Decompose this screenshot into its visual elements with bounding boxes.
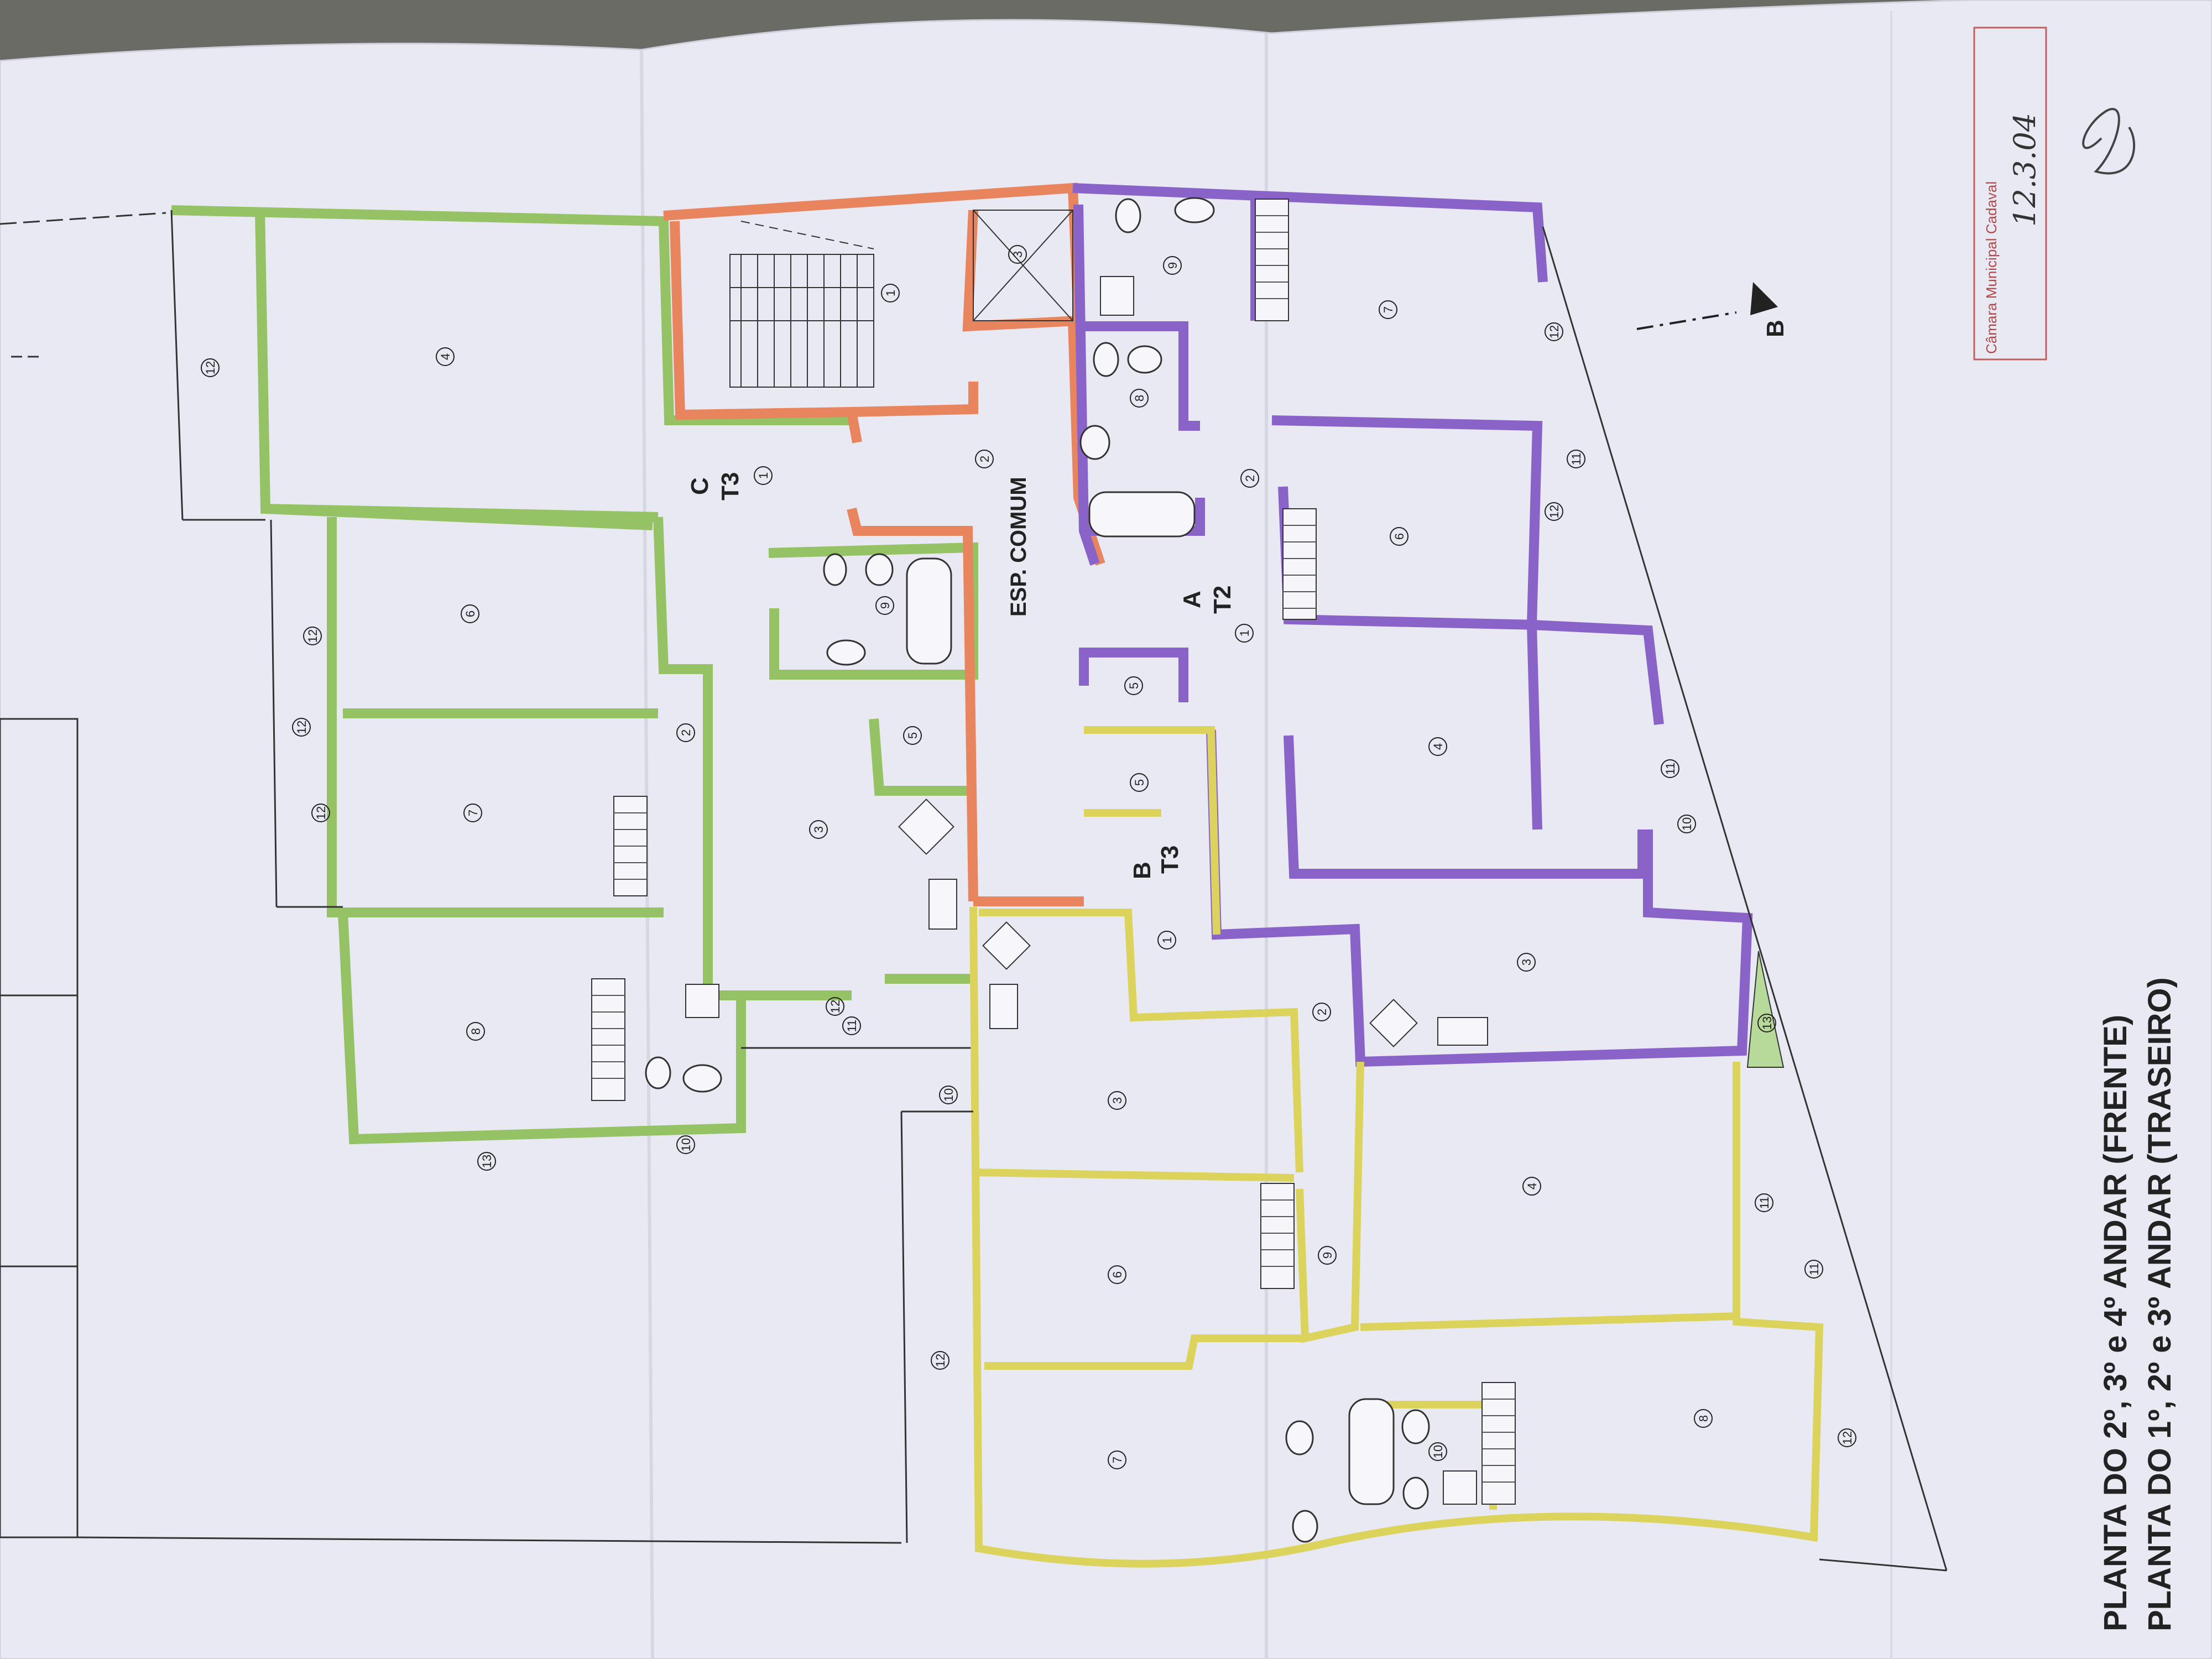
room-number: 2: [1315, 1009, 1329, 1015]
room-number: 3: [1110, 1097, 1124, 1104]
room-number: 3: [1520, 959, 1533, 966]
room-number: 10: [679, 1138, 693, 1151]
exterior-boundary: [1542, 226, 1948, 1572]
room-number: 11: [1757, 1197, 1771, 1209]
unit-b-letter: B: [1129, 862, 1156, 879]
room-number-markers: 1 2 3 1 2 3 4 5 6 7 8 9 10 11 12 12 11 1…: [201, 245, 1856, 1469]
lift-shaft: [973, 210, 1073, 321]
plan-title-line-1: PLANTA DO 2º, 3º e 4º ANDAR (FRENTE): [2098, 1015, 2133, 1631]
unit-c-letter: C: [686, 477, 713, 495]
room-number: 8: [469, 1028, 483, 1035]
unit-a-letter: A: [1178, 591, 1206, 608]
room-number: 11: [845, 1020, 859, 1032]
room-number: 9: [1321, 1252, 1334, 1259]
room-number: 1: [1160, 937, 1174, 943]
room-number: 7: [1110, 1457, 1124, 1463]
unit-b-thin: [900, 1110, 973, 1543]
room-number: 3: [1011, 251, 1025, 258]
room-number: 5: [1127, 682, 1141, 689]
room-number: 5: [1133, 779, 1146, 786]
room-number: 12: [204, 361, 217, 374]
room-number: 2: [679, 729, 693, 736]
room-number: 10: [942, 1088, 956, 1102]
section-marker: B: [1636, 282, 1789, 337]
bathtub: [906, 491, 1395, 1505]
common-walls: [663, 182, 1105, 906]
room-number: 4: [1525, 1183, 1539, 1190]
room-number: 10: [1680, 817, 1694, 831]
room-number: 5: [906, 732, 920, 739]
room-number: 12: [1840, 1431, 1854, 1444]
unit-a-walls: [1072, 183, 1753, 1067]
room-number: 12: [1547, 325, 1561, 338]
room-number: 9: [1166, 262, 1180, 269]
unit-b-type: T3: [1156, 846, 1183, 874]
neighbour-outline: [0, 212, 902, 1544]
unit-c-walls: [171, 205, 978, 1145]
stamp-date: 12.3.04: [2007, 113, 2042, 227]
plan-title-line-2: PLANTA DO 1º, 2º e 3º ANDAR (TRASEIRO): [2142, 977, 2178, 1631]
room-number: 7: [1381, 306, 1395, 313]
room-number: 12: [828, 1000, 842, 1013]
room-number: 3: [812, 826, 826, 833]
room-number: 12: [314, 806, 328, 820]
room-number: 13: [480, 1155, 494, 1168]
unit-b-label: B T3: [1129, 846, 1183, 879]
room-number: 1: [884, 290, 898, 296]
room-number: 11: [1807, 1263, 1821, 1276]
common-space-label: ESP. COMUM: [1006, 477, 1031, 617]
kitchen-fixture: [685, 276, 1488, 1505]
room-number: 6: [1110, 1271, 1124, 1278]
room-number: 4: [1431, 743, 1445, 750]
unit-c-type: T3: [717, 472, 744, 500]
room-number: 9: [878, 602, 892, 609]
unit-a-type: T2: [1209, 586, 1236, 614]
wardrobe-hatch: [592, 215, 1515, 1483]
unit-a-label: A T2: [1178, 586, 1236, 614]
room-number: 12: [1547, 505, 1561, 518]
unit-c-thin: [170, 210, 973, 1049]
room-number: 6: [463, 611, 477, 617]
room-number: 1: [757, 472, 770, 479]
room-number: 10: [1431, 1445, 1445, 1458]
room-number: 11: [1663, 763, 1677, 775]
stamp-organisation: Câmara Municipal Cadaval: [1983, 181, 2000, 354]
room-number: 1: [1238, 630, 1251, 637]
room-number: 12: [933, 1354, 947, 1367]
room-number: 2: [978, 456, 992, 462]
unit-c-label: C T3: [686, 472, 744, 500]
room-number: 8: [1697, 1415, 1710, 1422]
room-number: 11: [1569, 453, 1583, 466]
room-number: 7: [466, 810, 480, 816]
garden-triangle: [1746, 951, 1785, 1068]
room-number: 2: [1243, 475, 1257, 482]
room-number: 6: [1392, 533, 1406, 540]
toilet-and-basin: [645, 197, 1430, 1543]
signature-mark: [2082, 108, 2136, 175]
room-number: 8: [1133, 395, 1146, 401]
unit-b-walls: [969, 726, 1824, 1568]
wardrobe: [591, 199, 1516, 1505]
staircase: [729, 221, 874, 388]
approval-stamp: Câmara Municipal Cadaval 12.3.04: [1973, 27, 2136, 361]
room-number: 12: [306, 629, 320, 643]
room-number: 13: [1760, 1016, 1774, 1030]
room-number: 4: [439, 353, 452, 360]
room-number: 12: [295, 721, 309, 734]
section-marker-letter: B: [1762, 320, 1789, 337]
